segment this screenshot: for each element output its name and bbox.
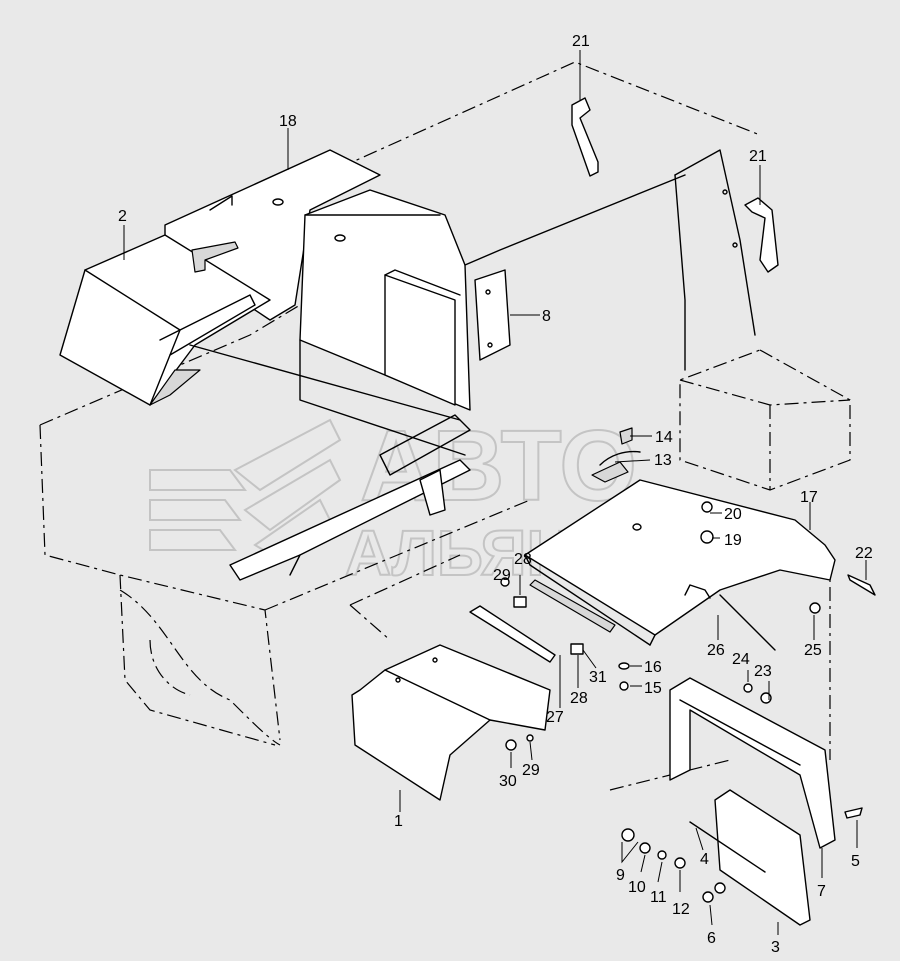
label-2: 2 <box>118 208 127 225</box>
phantom-outline <box>39 61 851 791</box>
label-15: 15 <box>644 680 662 697</box>
label-1: 1 <box>394 813 403 830</box>
label-28-upper: 28 <box>514 551 532 568</box>
label-20: 20 <box>724 506 742 523</box>
label-16: 16 <box>644 659 662 676</box>
label-28-lower: 28 <box>570 690 588 707</box>
label-26: 26 <box>707 642 725 659</box>
label-8: 8 <box>542 308 551 325</box>
part-7-bracket <box>669 677 836 849</box>
label-19: 19 <box>724 532 742 549</box>
label-3: 3 <box>771 939 780 956</box>
part-1-cover <box>351 644 551 801</box>
label-5: 5 <box>851 853 860 870</box>
label-12: 12 <box>672 901 690 918</box>
label-7: 7 <box>817 883 826 900</box>
label-10: 10 <box>628 879 646 896</box>
label-29-upper: 29 <box>493 567 511 584</box>
label-21-right: 21 <box>749 148 767 165</box>
bars <box>469 579 776 663</box>
rear-housing <box>464 149 756 371</box>
part-21-handle-right <box>744 197 779 273</box>
label-22: 22 <box>855 545 873 562</box>
label-21-top: 21 <box>572 33 590 50</box>
label-11: 11 <box>650 889 667 906</box>
main-cabinet <box>189 189 511 581</box>
label-31: 31 <box>589 669 607 686</box>
part-3-plate <box>689 789 811 926</box>
part-21-handle-top <box>571 97 599 177</box>
label-24: 24 <box>732 651 750 668</box>
part-17-lid <box>524 427 836 646</box>
part-labels: 21 21 18 2 8 14 13 20 19 17 22 28 29 25 … <box>118 33 873 956</box>
label-30: 30 <box>499 773 517 790</box>
label-13: 13 <box>654 452 672 469</box>
label-6: 6 <box>707 930 716 947</box>
leader-lines <box>123 50 867 935</box>
label-23: 23 <box>754 663 772 680</box>
label-18: 18 <box>279 113 297 130</box>
label-9: 9 <box>616 867 625 884</box>
label-25: 25 <box>804 642 822 659</box>
label-27: 27 <box>546 709 564 726</box>
label-4: 4 <box>700 851 709 868</box>
watermark-line1: АВТО <box>360 410 637 522</box>
label-29-lower: 29 <box>522 762 540 779</box>
part-2-cover <box>59 234 271 406</box>
label-14: 14 <box>655 429 673 446</box>
fasteners <box>500 501 876 903</box>
label-17: 17 <box>800 489 818 506</box>
